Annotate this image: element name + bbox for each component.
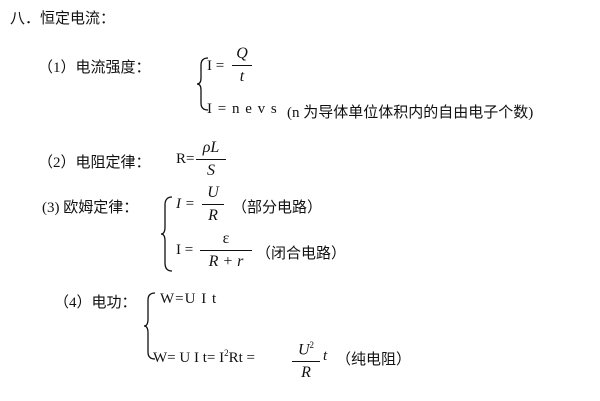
ohm-closed-fraction: ε R + r	[200, 229, 252, 272]
resistance-lhs: R=	[176, 151, 195, 167]
ohm-eq2-lhs: I =	[176, 242, 194, 258]
work-eq2-part-a: W= U I t= I	[153, 350, 225, 366]
ohm-partial-fraction: U R	[202, 183, 224, 226]
heading: 八．恒定电流：	[10, 11, 116, 27]
ohm-eq1-lhs: I =	[176, 196, 195, 212]
work-eq2-sup: 2	[224, 348, 229, 358]
work-eq2: W= U I t= I2Rt =	[153, 348, 255, 367]
ohm-closed-numerator: ε	[222, 230, 230, 247]
ohm-partial-denominator: R	[208, 207, 218, 224]
ohm-partial-numerator: U	[207, 184, 219, 201]
section-4-brace	[143, 292, 156, 360]
resistance-fraction-denominator: S	[207, 162, 215, 179]
resistance-fraction-numerator: ρL	[202, 139, 220, 156]
current-eq2: I = n e v s	[207, 101, 278, 117]
resistance-fraction: ρL S	[196, 138, 226, 181]
work-eq2-after: t	[323, 348, 328, 364]
fraction-bar	[196, 159, 226, 160]
section-3-label: (3) 欧姆定律：	[42, 200, 139, 216]
work-fraction-denominator: R	[301, 364, 311, 382]
section-1-brace	[196, 57, 209, 111]
fraction-bar	[292, 361, 320, 363]
current-eq2-note: (n 为导体单位体积内的自由电子个数)	[287, 105, 534, 121]
work-fraction: U2 R	[292, 335, 320, 383]
current-fraction-denominator: t	[239, 68, 245, 85]
work-eq1: W=U I t	[160, 291, 218, 307]
ohm-eq1-note: （部分电路）	[232, 200, 323, 216]
current-fraction: Q t	[232, 44, 252, 87]
current-eq1-lhs: I =	[207, 58, 225, 74]
ohm-closed-denominator: R + r	[208, 253, 244, 270]
work-eq2-part-b: Rt =	[228, 350, 255, 366]
fraction-bar	[202, 204, 224, 205]
current-fraction-numerator: Q	[236, 45, 248, 62]
section-3-brace	[160, 196, 173, 272]
section-4-label: （4）电功：	[54, 295, 137, 311]
section-1-label: （1）电流强度：	[38, 60, 151, 76]
work-eq2-note: （纯电阻）	[336, 352, 412, 368]
work-fraction-numerator: U2	[297, 340, 315, 359]
fraction-bar	[200, 250, 252, 251]
ohm-eq2-note: （闭合电路）	[256, 246, 347, 262]
section-2-label: （2）电阻定律：	[38, 155, 151, 171]
fraction-bar	[232, 65, 252, 66]
